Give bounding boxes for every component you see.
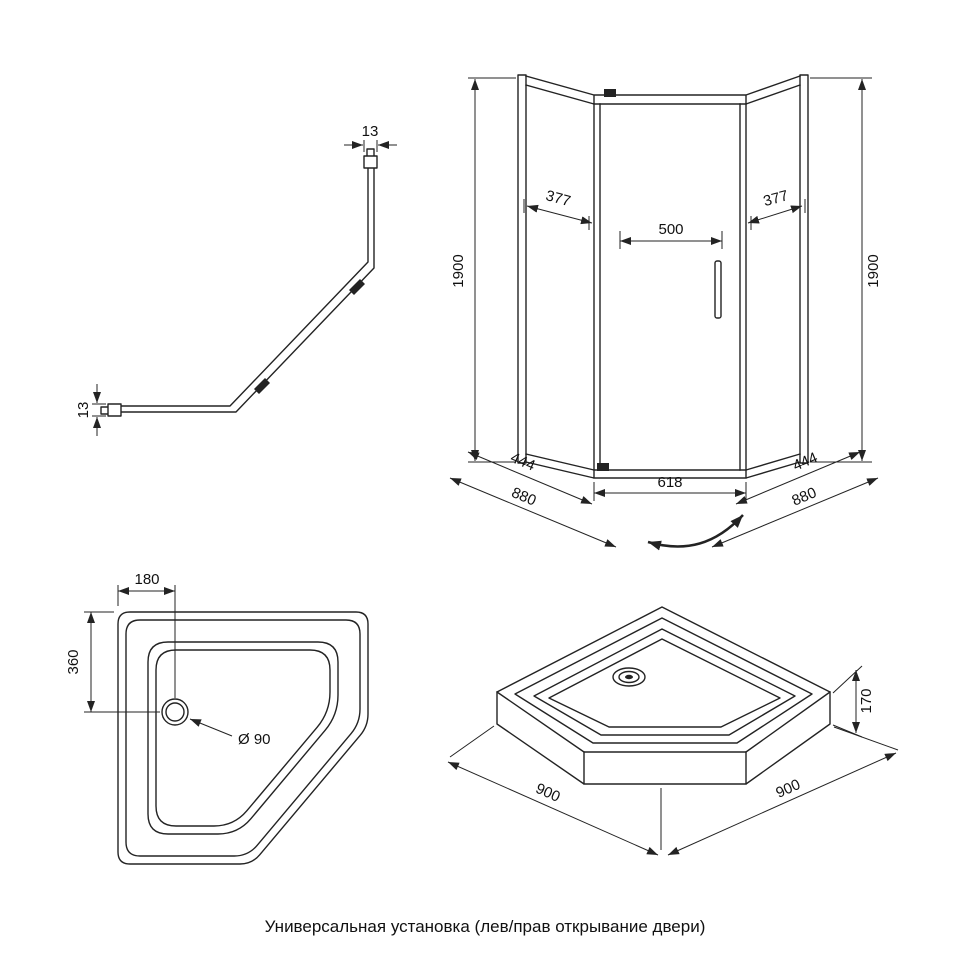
tray-basin-edge: [548, 638, 781, 728]
door-swing-arrow: [647, 514, 744, 551]
dim-drain-offset-y: 360: [65, 611, 160, 713]
dim-height-right: 1900: [810, 77, 882, 463]
dim-label-tray-height: 170: [858, 688, 875, 713]
dim-label-door-width: 500: [658, 221, 683, 238]
dim-line: [711, 477, 879, 548]
front-elevation-view: 1900 1900 500 377 377 618: [449, 74, 882, 551]
dim-label-drain-offset-y: 360: [65, 649, 82, 674]
dim-drain-offset-x: 180: [117, 571, 176, 698]
dim-label-panel-left: 377: [544, 187, 573, 210]
dim-door-width: 500: [619, 221, 723, 249]
dim-wall-right: 880: [711, 477, 879, 548]
profile-outline: [120, 167, 375, 413]
dim-extension-lines: [363, 140, 378, 152]
tray-top-rim-2: [533, 628, 796, 736]
dim-extension-lines: [449, 725, 662, 850]
caption: Универсальная установка (лев/прав открыв…: [265, 917, 706, 936]
tray-outer-rim: [125, 619, 361, 857]
dim-panel-right: 377: [747, 187, 806, 230]
drain-hole: [625, 674, 633, 680]
tray-top-rim-1: [514, 617, 813, 744]
basin-rim-outer: [147, 641, 339, 835]
dim-tray-height: 170: [832, 665, 875, 738]
wall-bracket-blocks: [100, 148, 378, 417]
dim-label-panel-right: 377: [762, 187, 791, 210]
basin-rim-inner: [155, 649, 331, 827]
dim-label-height-right: 1900: [865, 254, 882, 287]
dim-profile-top-width: 13: [344, 123, 397, 152]
dim-line: [447, 761, 659, 856]
tray-outer-edge: [117, 611, 369, 865]
tray-top-outline: [496, 606, 831, 753]
dim-height-left: 1900: [450, 77, 516, 463]
dim-label-wall-right: 880: [789, 484, 819, 509]
dim-label-front-width: 618: [657, 474, 682, 491]
dim-label-side-right: 900: [773, 776, 803, 802]
dim-extension-lines: [810, 77, 872, 463]
dim-label-height-left: 1900: [450, 254, 467, 287]
dim-label-drain-offset-x: 180: [134, 571, 159, 588]
dim-extension-lines: [92, 403, 106, 417]
door-handle: [714, 260, 722, 319]
dim-line: [667, 752, 897, 856]
dim-label-wall-left: 880: [509, 484, 539, 509]
dim-line: [526, 204, 593, 225]
dim-profile-bottom-height: 13: [75, 384, 106, 436]
dim-label-profile-height: 13: [75, 402, 92, 419]
dim-drain-diameter: Ø 90: [189, 718, 271, 748]
tray-plan-view: 180 360 Ø 90: [65, 571, 369, 865]
dim-line: [747, 205, 803, 224]
dim-extension-lines: [833, 726, 899, 751]
dim-panel-left: 377: [523, 187, 593, 230]
drain-leader-line: [189, 718, 233, 737]
dim-label-profile-width: 13: [362, 123, 379, 140]
left-wall-profile: [517, 74, 527, 464]
tray-iso-view: 170 900 900: [447, 606, 899, 856]
handle-and-hinge-blocks: [254, 279, 365, 394]
top-frame: [525, 75, 801, 105]
dim-wall-left: 880: [449, 477, 617, 548]
bottom-frame: [525, 453, 801, 479]
dim-line: [449, 477, 617, 548]
door-panel-edges: [593, 103, 747, 471]
right-wall-profile: [799, 74, 809, 464]
drain-inner-ring: [165, 702, 185, 722]
dim-label-drain-diameter: Ø 90: [238, 731, 271, 748]
profile-plan-view: 13 13: [75, 123, 397, 436]
